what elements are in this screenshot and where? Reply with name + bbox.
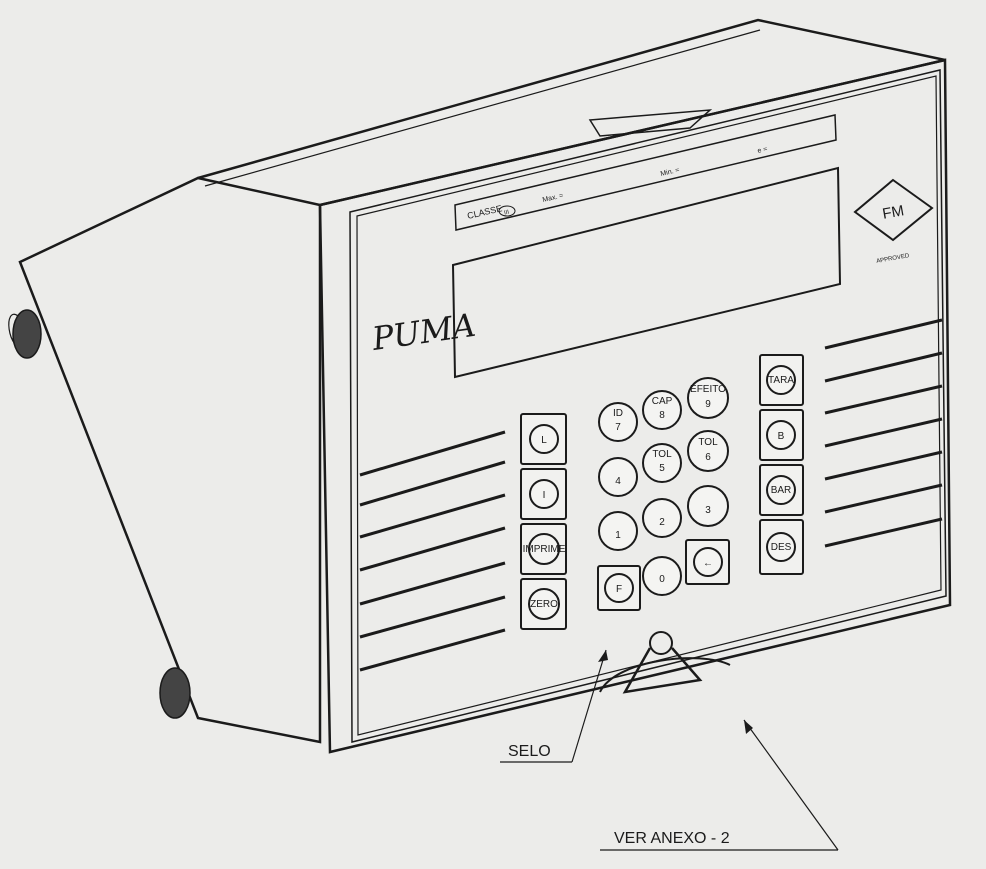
svg-text:TARA: TARA [768, 375, 794, 386]
plate-e: e = [757, 146, 768, 155]
annex-callout: VER ANEXO - 2 [600, 719, 839, 851]
approval-logo-text: FM [881, 202, 905, 223]
svg-text:9: 9 [705, 399, 711, 410]
display-window [451, 166, 842, 379]
svg-text:ZERO: ZERO [530, 599, 558, 610]
svg-text:TOL: TOL [652, 449, 672, 460]
svg-text:2: 2 [659, 517, 665, 528]
key-b[interactable]: B [759, 409, 804, 461]
key-des[interactable]: DES [759, 519, 804, 575]
front-panel-inner [356, 75, 942, 736]
seal-clamp [649, 631, 673, 655]
key-7[interactable]: ID 7 [598, 402, 638, 442]
svg-text:5: 5 [659, 463, 665, 474]
seal-arrowhead [598, 650, 608, 662]
annex-leader [743, 719, 839, 851]
key-2[interactable]: 2 [642, 498, 682, 538]
seal-callout: SELO [500, 649, 608, 763]
seal-wire [622, 647, 703, 694]
keypad-center: ID 7 CAP 8 EFEITO 9 4 TOL 5 TOL 6 [597, 377, 730, 611]
top-edge-line [204, 29, 761, 187]
seal-bottom-curve [599, 657, 731, 693]
key-5[interactable]: TOL 5 [642, 443, 682, 483]
svg-text:EFEITO: EFEITO [690, 384, 726, 395]
svg-text:3: 3 [705, 505, 711, 516]
keypad-left: L I IMPRIME ZERO [520, 413, 567, 630]
seal-leader [571, 649, 607, 763]
key-enter[interactable]: ← [685, 539, 730, 585]
svg-text:←: ← [703, 558, 713, 569]
key-f[interactable]: F [597, 565, 641, 611]
svg-text:DES: DES [771, 542, 792, 553]
key-9[interactable]: EFEITO 9 [687, 377, 729, 419]
foot-bottom-knob [159, 667, 191, 719]
key-bar[interactable]: BAR [759, 464, 804, 516]
svg-text:ID: ID [613, 408, 623, 419]
svg-text:IMPRIME: IMPRIME [523, 544, 566, 555]
svg-text:L: L [541, 435, 547, 446]
annex-label: VER ANEXO - 2 [614, 830, 730, 847]
key-1[interactable]: 1 [598, 511, 638, 551]
svg-text:0: 0 [659, 574, 665, 585]
svg-text:CAP: CAP [652, 396, 673, 407]
approval-diamond [853, 178, 934, 242]
approval-text: APPROVED [876, 253, 911, 265]
svg-text:TOL: TOL [698, 437, 718, 448]
display-left-edge [452, 267, 456, 378]
class-mark-oval [498, 205, 516, 217]
housing [8, 18, 952, 754]
annex-arrowhead [744, 720, 753, 734]
side-panel [18, 176, 322, 744]
key-3[interactable]: 3 [687, 485, 729, 527]
key-0[interactable]: 0 [642, 556, 682, 596]
key-i[interactable]: I [520, 468, 567, 520]
key-zero[interactable]: ZERO [520, 578, 567, 630]
keypad-right: TARA B BAR DES [759, 354, 804, 575]
svg-text:6: 6 [705, 452, 711, 463]
front-panel [349, 69, 947, 743]
front-bezel-outer [318, 58, 952, 754]
carry-handle [588, 109, 713, 137]
plate-max: Max. = [542, 192, 564, 204]
class-mark: III [504, 209, 511, 216]
class-label: CLASSE [466, 203, 503, 221]
svg-text:1: 1 [615, 530, 621, 541]
vent-right [824, 318, 943, 548]
key-6[interactable]: TOL 6 [687, 430, 729, 472]
seal-label: SELO [508, 743, 551, 760]
seal [599, 631, 731, 694]
svg-text:4: 4 [615, 476, 621, 487]
svg-text:8: 8 [659, 410, 665, 421]
svg-text:7: 7 [615, 422, 621, 433]
key-l[interactable]: L [520, 413, 567, 465]
approval-logo: FM APPROVED [853, 178, 934, 265]
svg-text:BAR: BAR [771, 485, 792, 496]
key-imprime[interactable]: IMPRIME [520, 523, 567, 575]
vent-left [359, 430, 506, 672]
key-tara[interactable]: TARA [759, 354, 804, 406]
nameplate-strip [454, 114, 837, 231]
foot-top-knob [12, 309, 42, 359]
svg-text:F: F [616, 584, 622, 595]
svg-text:I: I [543, 490, 546, 501]
svg-text:B: B [778, 431, 785, 442]
plate-min: Min. = [660, 167, 680, 178]
brand-text: PUMA [369, 306, 478, 358]
key-8[interactable]: CAP 8 [642, 390, 682, 430]
key-4[interactable]: 4 [598, 457, 638, 497]
